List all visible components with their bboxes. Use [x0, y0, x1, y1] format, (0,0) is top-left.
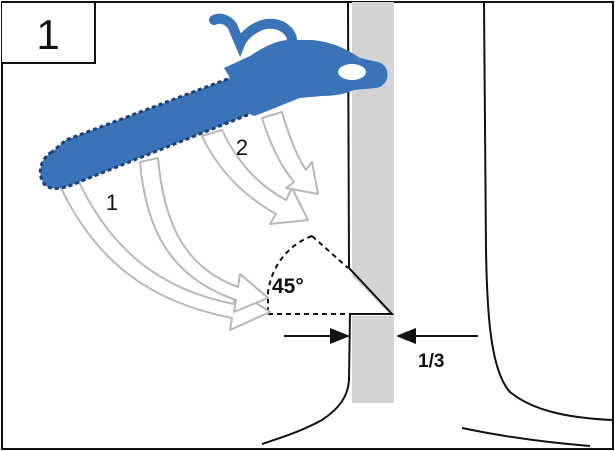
step-number-box [2, 1, 96, 64]
notch-depth-label: 1/3 [418, 351, 444, 372]
cut-1-arrow-outer [59, 179, 271, 331]
depth-arrow-left-head [330, 328, 350, 344]
depth-arrow-right-head [396, 328, 416, 344]
cut-1-arrow-inner [139, 157, 269, 313]
chainsaw-rear-handle-hole [338, 64, 366, 80]
cut-2-label: 2 [236, 135, 248, 160]
root-line [461, 427, 591, 447]
cut-2-arrow-inner [261, 111, 319, 195]
cut-1-label: 1 [106, 190, 118, 215]
chainsaw-bar [38, 70, 262, 190]
trunk-core [352, 2, 394, 403]
step-number: 1 [36, 11, 59, 58]
angle-dashed-arc [267, 235, 313, 314]
cut-arrows [59, 111, 319, 331]
notch-angle-label: 45° [272, 275, 304, 298]
chainsaw-body [224, 40, 388, 116]
trunk-right-edge [483, 1, 614, 421]
chainsaw-handle-loop [209, 13, 297, 58]
chainsaw-icon [38, 13, 388, 190]
angle-dashed-top [311, 235, 349, 269]
trunk-left-edge [261, 1, 395, 445]
cut-2-arrow-outer [201, 129, 309, 225]
